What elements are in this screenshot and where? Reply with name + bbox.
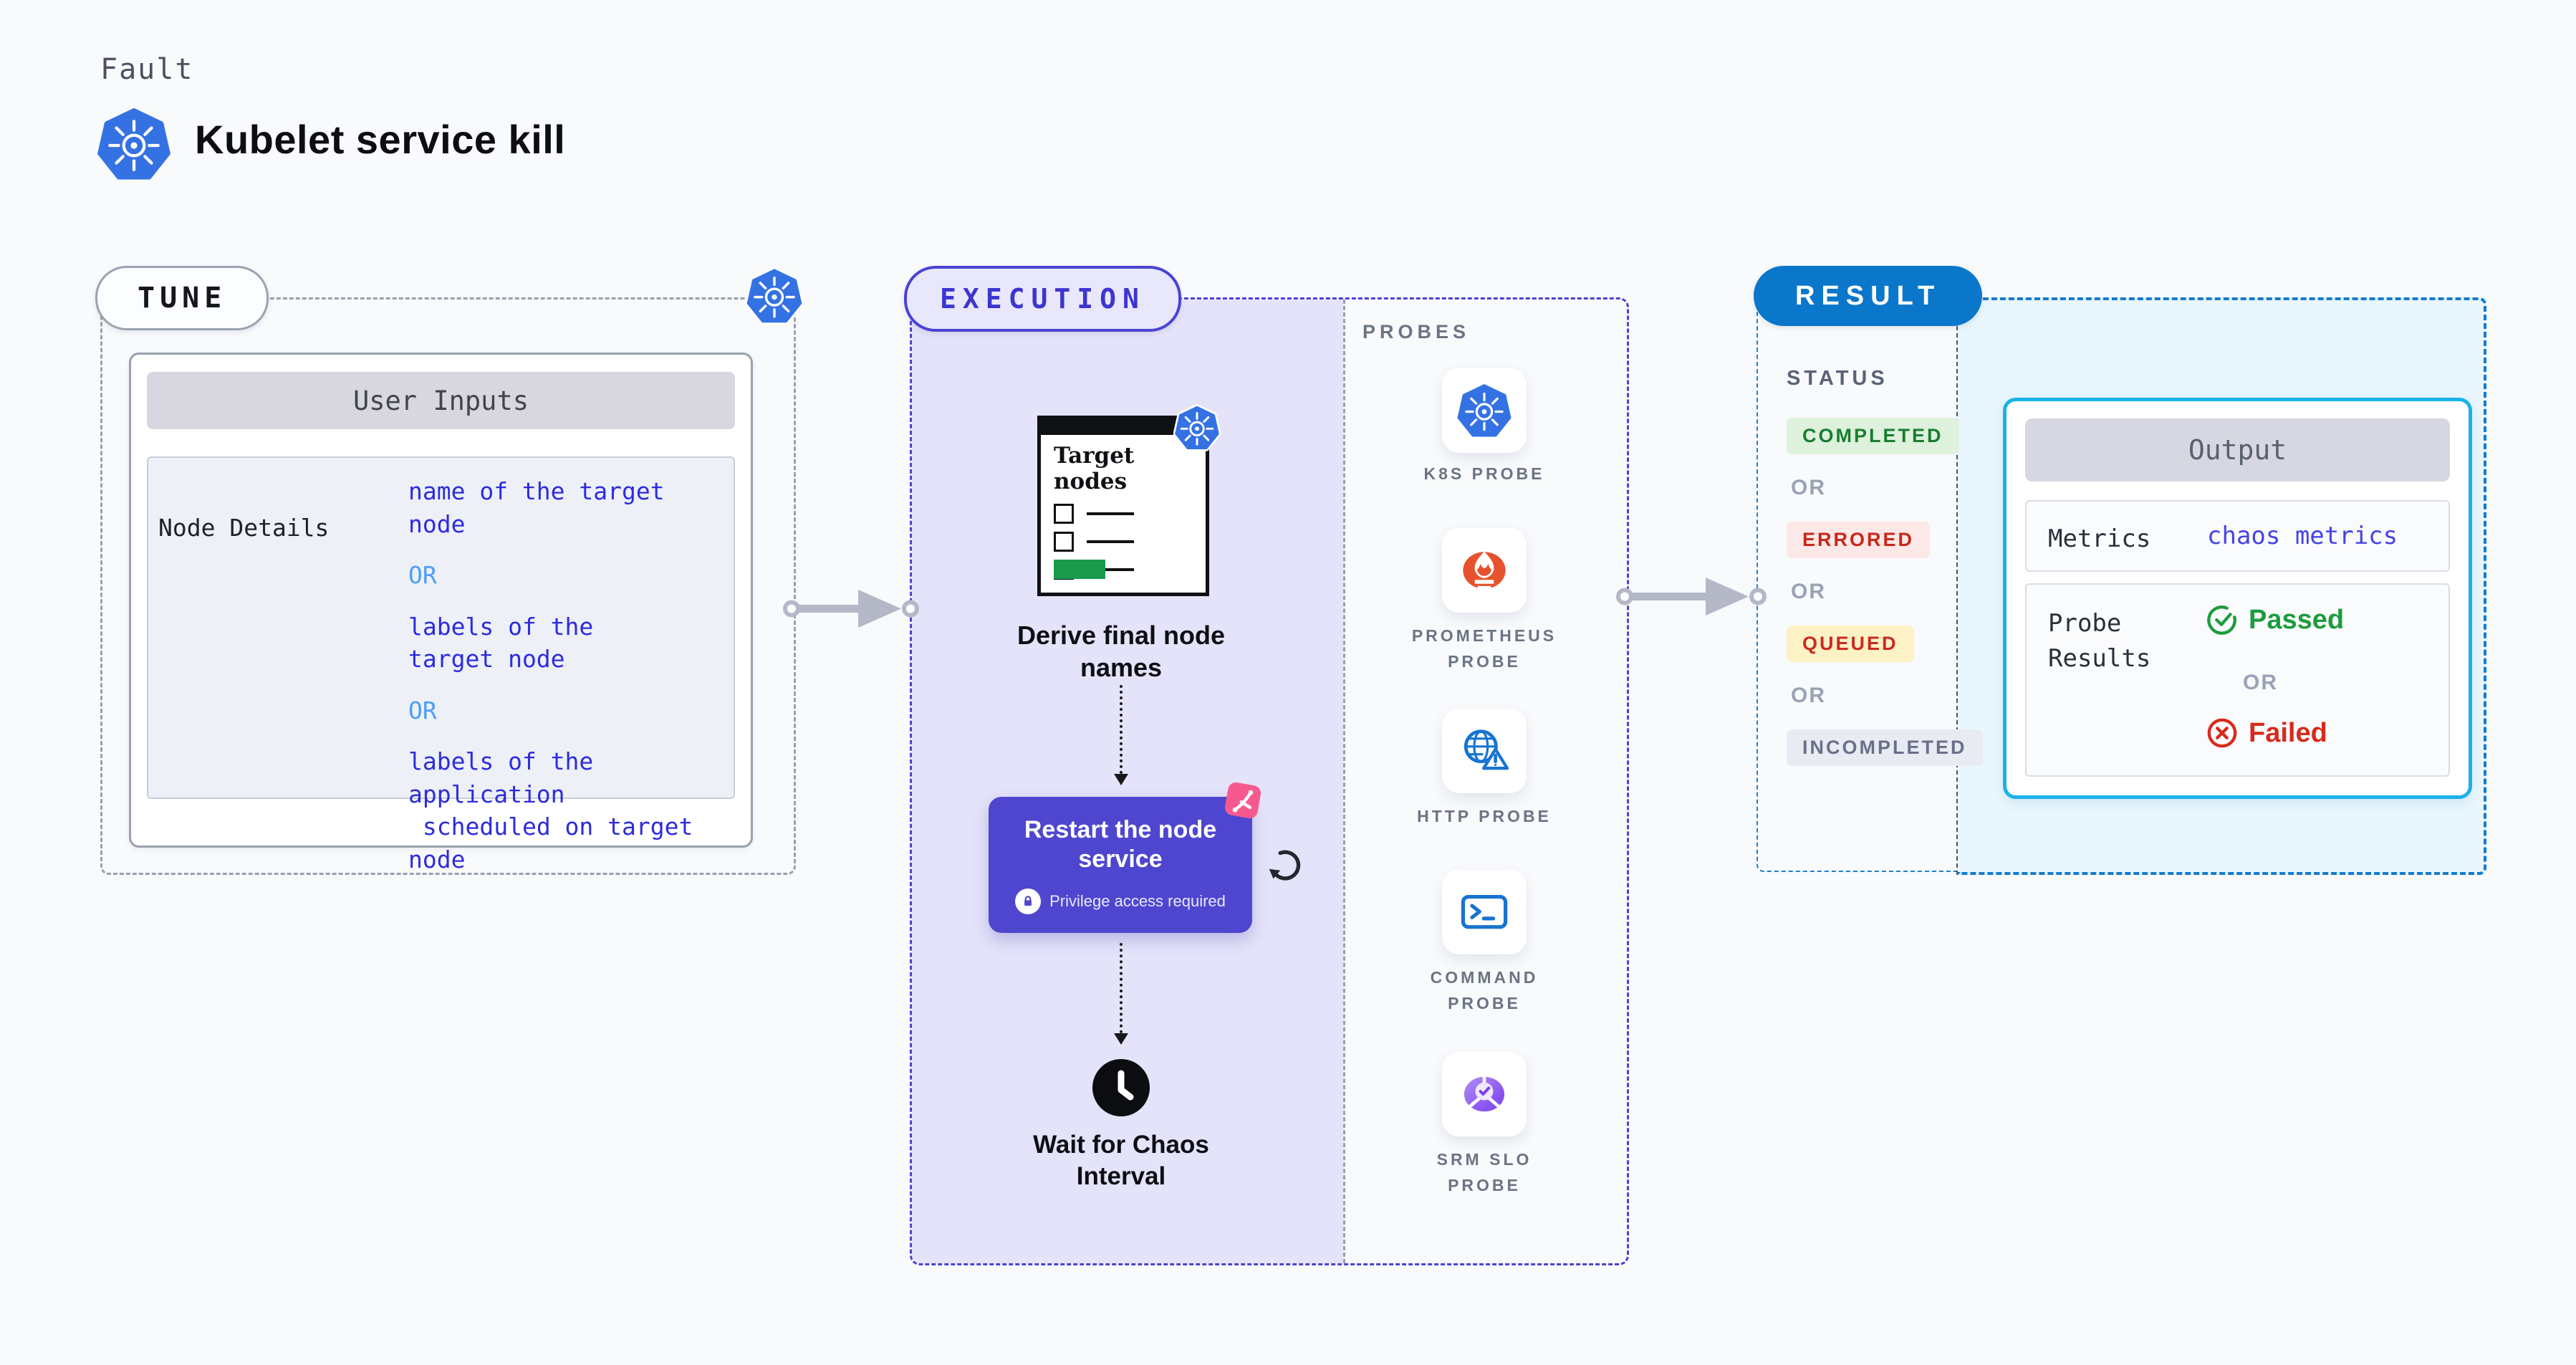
status-badge: ERRORED <box>1787 522 1931 558</box>
restart-node-service-card: Restart the node service Privilege acces… <box>989 797 1252 933</box>
flow-arrow-tune-to-execution <box>783 590 919 628</box>
node-details-value: OR <box>408 696 437 724</box>
execution-badge: EXECUTION <box>904 266 1181 332</box>
metrics-value: chaos metrics <box>2207 522 2398 550</box>
probe-results-label: Probe Results <box>2048 609 2151 674</box>
tune-badge: TUNE <box>95 266 269 330</box>
status-badge: OR <box>1791 580 1826 603</box>
list-line <box>1087 540 1134 543</box>
node-details-label: Node Details <box>158 514 330 542</box>
target-nodes-doc: Target nodes <box>1037 416 1209 596</box>
status-badge: QUEUED <box>1787 626 1914 662</box>
privilege-note: Privilege access required <box>1049 892 1226 910</box>
step-caption-derive-nodes: Derive final node names <box>1017 621 1226 682</box>
status-badge: OR <box>1791 476 1826 499</box>
http-globe-warning-icon <box>1456 723 1512 779</box>
status-badge: COMPLETED <box>1787 418 1959 454</box>
probe-card-command <box>1442 870 1527 954</box>
kubernetes-icon <box>744 267 804 325</box>
status-column: STATUS COMPLETED OR ERRORED OR QUEUED OR INCOM… <box>1787 367 1983 787</box>
restart-card-title: Restart the node service <box>1024 816 1217 873</box>
metrics-row: Metrics chaos metrics <box>2025 500 2450 572</box>
probe-label: HTTP PROBE <box>1417 807 1552 825</box>
node-details-value: OR <box>408 561 437 590</box>
execution-probes-divider <box>1343 300 1345 1263</box>
probe-card-srm-slo <box>1442 1052 1527 1136</box>
chaos-pink-icon <box>1219 777 1267 824</box>
status-badges: COMPLETED OR ERRORED OR QUEUED OR INCOMPLETED <box>1787 418 1983 766</box>
output-header: Output <box>2025 418 2450 482</box>
flow-dotted-connector <box>1120 685 1123 774</box>
user-inputs-card: User Inputs Node Details name of the tar… <box>129 353 753 873</box>
probe-card-http <box>1442 709 1527 793</box>
doc-titlebar <box>1041 419 1206 435</box>
status-badge: OR <box>1791 684 1826 707</box>
node-details-value: labels of the target node <box>408 612 594 674</box>
srm-slo-donut-icon <box>1456 1066 1512 1122</box>
list-line <box>1087 512 1134 515</box>
metrics-label: Metrics <box>2048 525 2151 553</box>
failed-line: Failed <box>2206 717 2327 749</box>
page-title: Kubelet service kill <box>195 117 566 162</box>
or-separator: OR <box>2243 671 2278 694</box>
probe-card-prometheus <box>1442 528 1527 613</box>
user-inputs-header: User Inputs <box>147 372 735 429</box>
lock-icon <box>1015 889 1042 914</box>
privilege-row: Privilege access required <box>989 889 1252 914</box>
status-title: STATUS <box>1787 367 1888 390</box>
probe-results-row: Probe Results Passed OR Failed <box>2025 583 2450 777</box>
fault-kicker: Fault <box>100 53 194 86</box>
probe-label: PROMETHEUS PROBE <box>1411 626 1557 671</box>
x-circle-icon <box>2206 717 2239 749</box>
node-details-value: name of the target node <box>408 477 665 538</box>
arrow-down-icon <box>1114 774 1128 785</box>
node-details-value: labels of the application scheduled on t… <box>408 747 693 873</box>
kubernetes-icon <box>1173 404 1221 451</box>
probe-label: SRM SLO PROBE <box>1436 1150 1532 1194</box>
target-nodes-title: Target nodes <box>1054 443 1135 494</box>
flow-dotted-connector <box>1120 943 1123 1033</box>
probe-label: COMMAND PROBE <box>1430 968 1539 1012</box>
flow-arrow-execution-to-result <box>1616 578 1767 616</box>
tune-panel <box>100 297 796 875</box>
check-circle-icon <box>2206 603 2239 636</box>
list-line <box>1087 568 1134 571</box>
terminal-icon <box>1458 886 1511 939</box>
passed-line: Passed <box>2206 603 2344 636</box>
result-badge: RESULT <box>1754 266 1983 326</box>
failed-label: Failed <box>2249 717 2327 748</box>
passed-label: Passed <box>2249 604 2345 635</box>
probe-label: K8S PROBE <box>1423 464 1545 483</box>
checkbox-icon <box>1054 504 1074 524</box>
progress-bar <box>1054 560 1105 579</box>
probe-card-k8s <box>1442 368 1527 453</box>
retry-loop-icon <box>1264 844 1305 886</box>
output-card: Output Metrics chaos metrics Probe Resul… <box>2003 398 2472 799</box>
clock-icon <box>1091 1058 1151 1118</box>
kubernetes-icon <box>97 107 170 181</box>
arrow-down-icon <box>1114 1033 1128 1045</box>
kubernetes-icon <box>1457 383 1512 438</box>
step-caption-wait-interval: Wait for Chaos Interval <box>1033 1131 1209 1190</box>
probes-title: PROBES <box>1363 321 1471 343</box>
prometheus-icon <box>1456 542 1512 598</box>
status-badge: INCOMPLETED <box>1787 729 1983 766</box>
checkbox-icon <box>1054 532 1074 552</box>
